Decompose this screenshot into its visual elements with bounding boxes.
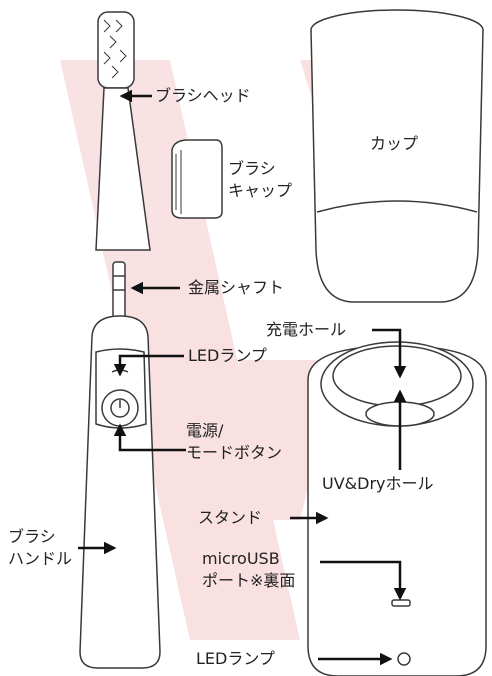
label-brush-head: ブラシヘッド <box>155 86 251 105</box>
arrow-led-lamp-handle <box>113 354 184 377</box>
label-brush-handle-line1: ブラシ <box>8 527 56 546</box>
label-power-mode: 電源/ モードボタン <box>186 420 282 464</box>
label-brush-cap-line1: ブラシ <box>228 159 276 178</box>
label-micro-usb: microUSB ポート※裏面 <box>202 548 295 592</box>
label-brush-cap: ブラシ キャップ <box>228 158 292 202</box>
brush-cap-illustration <box>171 139 223 219</box>
leader-arrows <box>78 89 407 666</box>
metal-shaft-illustration <box>112 261 126 319</box>
brush-head-illustration <box>95 11 151 251</box>
stand-illustration <box>307 341 487 676</box>
label-led-lamp-stand: LEDランプ <box>196 649 275 668</box>
arrow-charging-hole <box>372 328 407 379</box>
label-power-mode-line2: モードボタン <box>186 443 283 462</box>
label-brush-cap-line2: キャップ <box>228 181 293 200</box>
label-brush-handle-line2: ハンドル <box>8 549 73 568</box>
label-metal-shaft: 金属シャフト <box>188 278 285 297</box>
label-led-lamp-handle: LEDランプ <box>188 346 267 365</box>
label-micro-usb-line2: ポート※裏面 <box>202 571 296 590</box>
label-uv-dry-hole: UV&Dryホール <box>322 474 434 493</box>
arrow-micro-usb <box>320 560 407 601</box>
label-power-mode-line1: 電源/ <box>186 421 224 440</box>
cup-illustration <box>310 9 484 303</box>
label-stand: スタンド <box>198 508 263 527</box>
label-brush-handle: ブラシ ハンドル <box>8 526 72 570</box>
label-cup: カップ <box>370 134 419 153</box>
brush-handle-illustration <box>79 315 161 669</box>
arrow-power-button <box>113 423 186 452</box>
label-micro-usb-line1: microUSB <box>202 549 280 568</box>
label-charging-hole: 充電ホール <box>266 320 347 339</box>
